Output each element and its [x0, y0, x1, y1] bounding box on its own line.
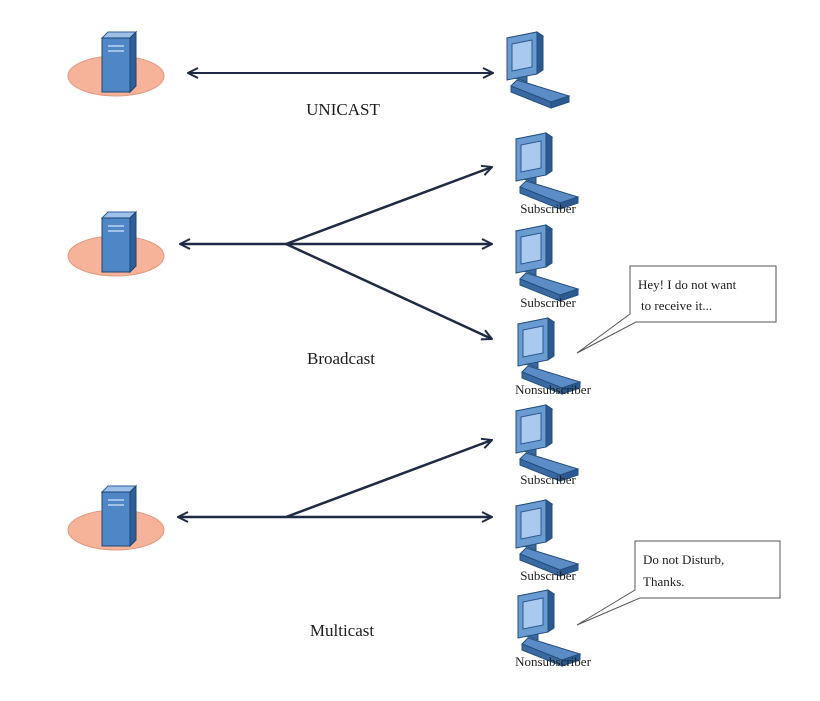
multicast-section: Subscriber Subscriber Nonsubscriber Do n… — [67, 404, 781, 669]
computer-icon — [515, 224, 579, 302]
callout-bubble: Hey! I do not want to receive it... — [576, 265, 777, 354]
multicast-arrow-subscriber-1 — [285, 440, 492, 519]
server-icon — [67, 211, 165, 277]
client-label: Subscriber — [520, 295, 576, 310]
callout-line-1: Hey! I do not want — [638, 277, 737, 292]
broadcast-arrow-subscriber-1 — [285, 167, 492, 246]
callout-line-2: Thanks. — [643, 574, 685, 589]
server-icon — [67, 31, 165, 97]
callout-line-2: to receive it... — [641, 298, 712, 313]
client-label: Subscriber — [520, 201, 576, 216]
unicast-title: UNICAST — [306, 100, 380, 119]
client-label: Subscriber — [520, 568, 576, 583]
server-icon — [67, 485, 165, 551]
broadcast-arrow-nonsubscriber — [285, 242, 492, 339]
unicast-section: UNICAST — [67, 31, 570, 119]
client-label: Nonsubscriber — [515, 654, 591, 669]
client-label: Subscriber — [520, 472, 576, 487]
callout-bubble: Do not Disturb, Thanks. — [576, 540, 781, 626]
computer-icon — [506, 31, 570, 109]
multicast-title: Multicast — [310, 621, 374, 640]
broadcast-title: Broadcast — [307, 349, 375, 368]
callout-line-1: Do not Disturb, — [643, 552, 724, 567]
computer-icon — [515, 499, 579, 577]
broadcast-section: Subscriber Subscriber Nonsubscriber Hey!… — [67, 132, 777, 397]
client-label: Nonsubscriber — [515, 382, 591, 397]
computer-icon — [515, 132, 579, 210]
computer-icon — [515, 404, 579, 482]
